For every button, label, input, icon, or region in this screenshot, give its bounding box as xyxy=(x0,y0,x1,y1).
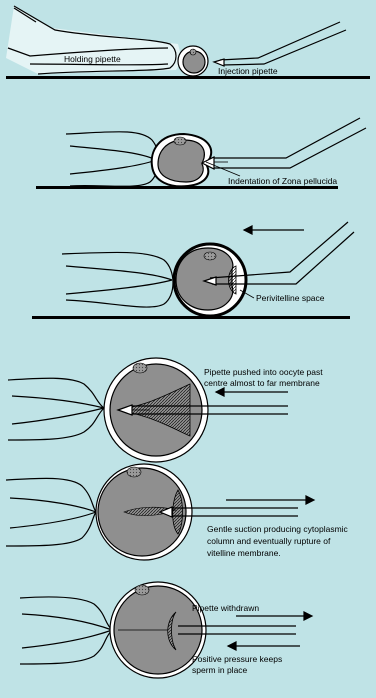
holding-pipette-6 xyxy=(20,597,112,664)
polar-body-2 xyxy=(174,137,186,145)
label-pipette-pushed-line1: Pipette pushed into oocyte past xyxy=(204,367,323,377)
arrow-left-4 xyxy=(216,388,288,396)
holding-pipette-5 xyxy=(6,478,96,546)
holding-pipette-2 xyxy=(66,132,159,187)
label-indentation: Indentation of Zona pellucida xyxy=(228,176,337,186)
polar-body-5 xyxy=(127,467,141,477)
label-pipette-withdrawn: Pipette withdrawn xyxy=(192,603,259,613)
label-pressure-line1: Positive pressure keeps xyxy=(192,654,282,664)
dish-bottom-3 xyxy=(32,316,350,319)
indentation-leader xyxy=(206,162,240,176)
step-1-positioning xyxy=(6,6,370,79)
arrow-left-3 xyxy=(244,226,304,234)
injection-pipette-1 xyxy=(214,22,346,66)
oocyte-cytoplasm-2 xyxy=(158,140,204,182)
label-injection-pipette: Injection pipette xyxy=(218,66,278,76)
label-pipette-pushed-line2: centre almost to far membrane xyxy=(204,378,320,388)
label-suction-line3: vitelline membrane. xyxy=(207,548,281,558)
dish-bottom-1 xyxy=(6,76,370,79)
label-holding-pipette: Holding pipette xyxy=(64,54,121,64)
polar-body-1 xyxy=(190,49,196,55)
polar-body-6 xyxy=(135,585,149,595)
label-pressure-line2: sperm in place xyxy=(192,665,247,675)
arrow-right-5 xyxy=(226,496,314,504)
label-suction-line2: column and eventually rupture of xyxy=(207,536,330,546)
polar-body-3 xyxy=(204,252,216,260)
polar-body-4 xyxy=(133,363,147,373)
step-3-perivitelline xyxy=(32,222,354,319)
injection-pipette-2 xyxy=(202,118,366,169)
holding-pipette-3 xyxy=(62,252,173,307)
label-suction-line1: Gentle suction producing cytoplasmic xyxy=(207,524,348,534)
label-perivitelline-space: Perivitelline space xyxy=(256,293,325,303)
arrow-right-6 xyxy=(236,612,312,620)
arrow-left-6 xyxy=(228,642,300,650)
holding-pipette-4 xyxy=(8,378,104,440)
